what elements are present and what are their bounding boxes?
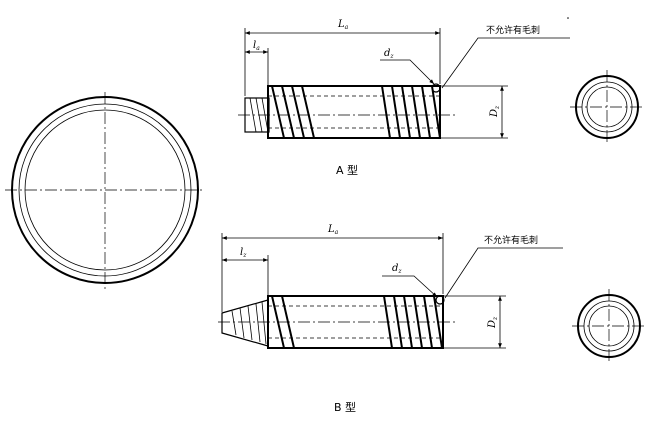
type-b-end-view <box>572 289 646 363</box>
b-spring-body <box>267 295 444 349</box>
type-a-side-view: La la dz 不允许有毛刺 Dz A 型 <box>238 19 570 177</box>
a-note-text: 不允许有毛刺 <box>486 24 540 36</box>
scan-speck <box>567 17 569 19</box>
a-note-leader <box>441 37 570 89</box>
a-wire-label: dz <box>384 48 394 60</box>
a-spring-body <box>267 85 441 139</box>
b-note-leader <box>444 247 563 299</box>
a-wire-section <box>431 83 441 93</box>
b-tail-label: lz <box>240 247 247 259</box>
a-tail-label: la <box>253 40 260 52</box>
large-ring-view <box>5 92 205 290</box>
type-b-side-view: La lz dz 不允许有毛刺 Dz B 型 <box>218 224 563 414</box>
type-a-end-view <box>570 70 644 144</box>
b-wire-section <box>435 295 445 305</box>
b-caption: B 型 <box>334 400 356 414</box>
b-tail-taper <box>221 299 269 347</box>
b-diameter-label: Dz <box>487 316 499 329</box>
a-diameter-label: Dz <box>489 105 501 118</box>
a-length-label: La <box>337 19 349 31</box>
a-caption: A 型 <box>336 163 358 177</box>
b-length-label: La <box>327 224 339 236</box>
a-wire-leader <box>380 59 435 85</box>
b-note-text: 不允许有毛刺 <box>484 234 538 246</box>
b-wire-leader <box>382 275 438 298</box>
b-wire-label: dz <box>392 263 402 275</box>
